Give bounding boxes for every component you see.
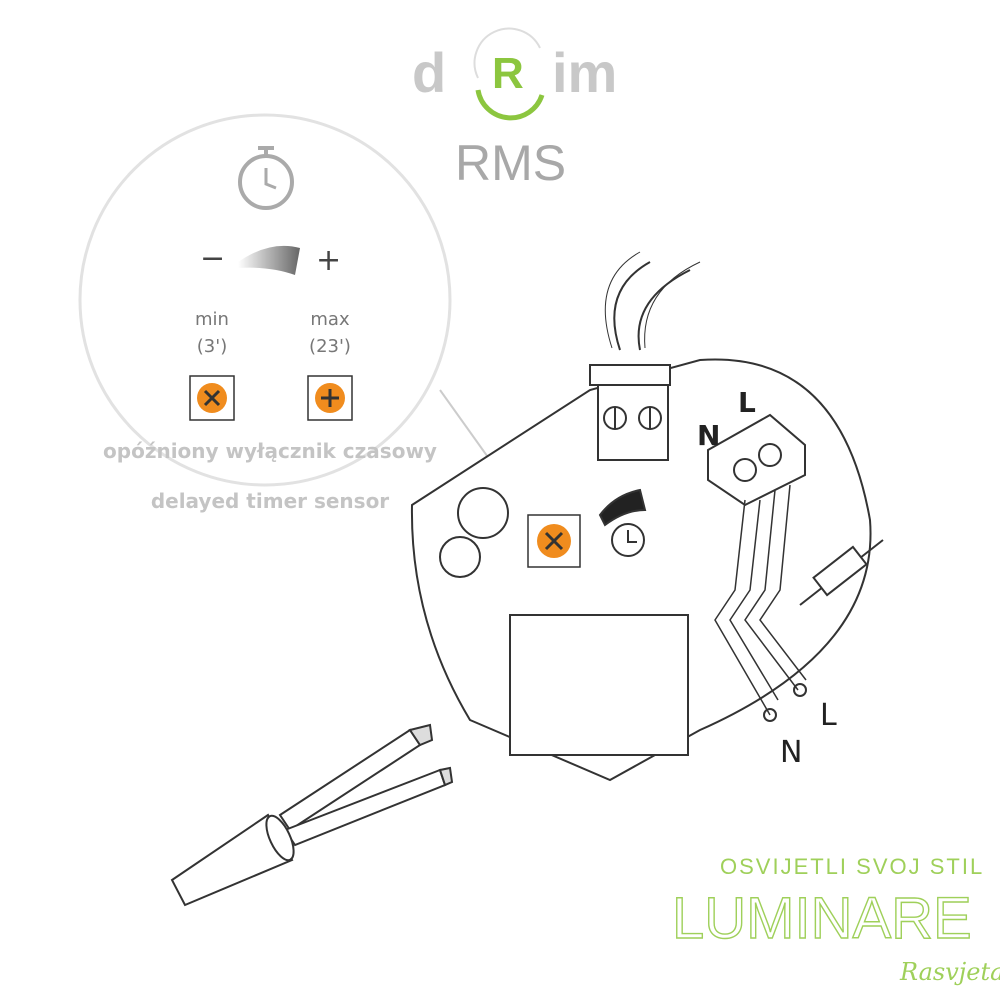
min-value: (3'): [197, 336, 227, 357]
top-terminal-block: [589, 364, 671, 461]
led-large: [457, 487, 509, 539]
nl-terminal-block: [707, 413, 806, 507]
adjust-arc: [238, 245, 300, 275]
watermark-name: LUMINARE: [672, 886, 972, 951]
terminal-label-n: N: [697, 419, 720, 452]
watermark-tagline: OSVIJETLI SVOJ STIL: [720, 854, 984, 879]
stopwatch-icon: [238, 146, 294, 210]
logo-letters-im: im: [552, 41, 617, 104]
logo-letter-d: d: [412, 41, 446, 104]
cable: [170, 723, 454, 907]
resistor-icon: [799, 539, 884, 606]
model-name: RMS: [455, 135, 566, 191]
caption-english: delayed timer sensor: [151, 489, 389, 513]
dorim-logo: d R im RMS: [412, 27, 617, 191]
max-value: (23'): [309, 336, 351, 357]
logo-letter-r: R: [492, 49, 524, 98]
relay-box: [509, 614, 689, 756]
terminal-label-l: L: [738, 386, 756, 419]
detail-callout: − + min (3') max (23') opóźniony wyłączn…: [78, 113, 541, 531]
wire-label-n: N: [780, 735, 802, 770]
device-body: [410, 251, 884, 782]
screw-min-icon: [189, 375, 235, 421]
timer-dial-icon: [598, 488, 647, 557]
minus-sign: −: [200, 241, 225, 276]
min-label: min: [195, 309, 229, 330]
wire-label-l: L: [820, 698, 837, 733]
screw-max-icon: [307, 375, 353, 421]
luminare-watermark: OSVIJETLI SVOJ STIL LUMINARE Rasvjeta: [671, 854, 1000, 986]
caption-polish: opóźniony wyłącznik czasowy: [103, 439, 437, 463]
plus-sign: +: [316, 243, 341, 278]
led-small: [439, 536, 481, 578]
watermark-script: Rasvjeta: [899, 958, 1000, 986]
max-label: max: [310, 309, 350, 330]
timer-screw-icon: [527, 514, 581, 568]
